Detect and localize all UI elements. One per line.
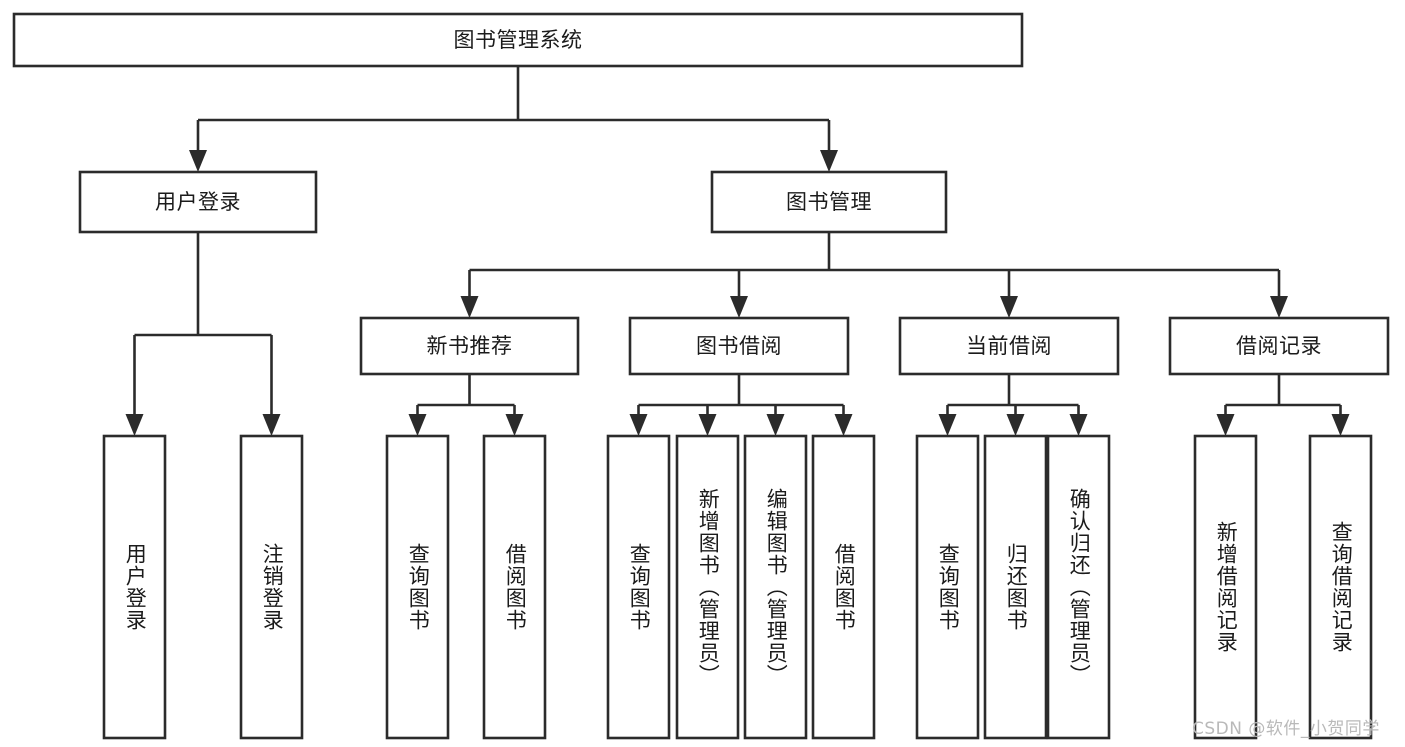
arrow-head-icon xyxy=(938,414,957,436)
arrow-head-icon xyxy=(189,150,207,172)
arrow-head-icon xyxy=(1006,414,1025,436)
arrow-head-icon xyxy=(262,414,281,436)
arrow-head-icon xyxy=(125,414,144,436)
node-box-leaf-user-logout xyxy=(239,434,304,740)
node-box-leaf-return-book xyxy=(983,434,1048,740)
node-label-current-borrow: 当前借阅 xyxy=(966,334,1052,358)
arrow-head-icon xyxy=(505,414,524,436)
arrow-head-icon xyxy=(820,150,838,172)
node-box-leaf-add-borrow-record xyxy=(1193,434,1258,740)
arrow-head-icon xyxy=(1069,414,1088,436)
node-label-user-login: 用户登录 xyxy=(155,190,241,214)
node-label-borrow-record: 借阅记录 xyxy=(1236,334,1322,358)
node-label-book-manage: 图书管理 xyxy=(786,190,872,214)
arrow-head-icon xyxy=(698,414,717,436)
arrow-head-icon xyxy=(1270,296,1288,318)
arrow-head-icon xyxy=(460,296,479,318)
node-box-leaf-query-borrow-record xyxy=(1308,434,1373,740)
arrow-head-icon xyxy=(1331,414,1350,436)
csdn-watermark: CSDN @软件_小贺同学 xyxy=(1192,719,1380,739)
node-label-root: 图书管理系统 xyxy=(454,28,583,52)
node-box-leaf-edit-book xyxy=(743,434,808,740)
node-box-leaf-query-book-rec xyxy=(385,434,450,740)
node-label-new-book-recommend: 新书推荐 xyxy=(427,334,513,358)
node-box-root xyxy=(12,12,1024,68)
node-box-leaf-query-book-borrow xyxy=(606,434,671,740)
arrow-head-icon xyxy=(1216,414,1235,436)
arrow-head-icon xyxy=(408,414,427,436)
node-box-leaf-confirm-return xyxy=(1046,434,1111,740)
node-box-leaf-user-login xyxy=(102,434,167,740)
node-box-user-login xyxy=(78,170,318,234)
arrow-head-icon xyxy=(730,296,748,318)
arrow-head-icon xyxy=(629,414,648,436)
node-box-leaf-query-book-cur xyxy=(915,434,980,740)
node-box-leaf-borrow-book-rec xyxy=(482,434,547,740)
edges-layer xyxy=(125,66,1350,436)
node-label-book-borrow: 图书借阅 xyxy=(696,334,782,358)
node-box-book-manage xyxy=(710,170,948,234)
arrow-head-icon xyxy=(834,414,853,436)
arrow-head-icon xyxy=(766,414,785,436)
node-box-book-borrow xyxy=(628,316,850,376)
nodes-layer xyxy=(12,12,1390,740)
node-box-borrow-record xyxy=(1168,316,1390,376)
node-box-new-book-recommend xyxy=(359,316,580,376)
node-box-leaf-add-book xyxy=(675,434,740,740)
node-box-leaf-borrow-book xyxy=(811,434,876,740)
arrow-head-icon xyxy=(1000,296,1018,318)
node-box-current-borrow xyxy=(898,316,1120,376)
